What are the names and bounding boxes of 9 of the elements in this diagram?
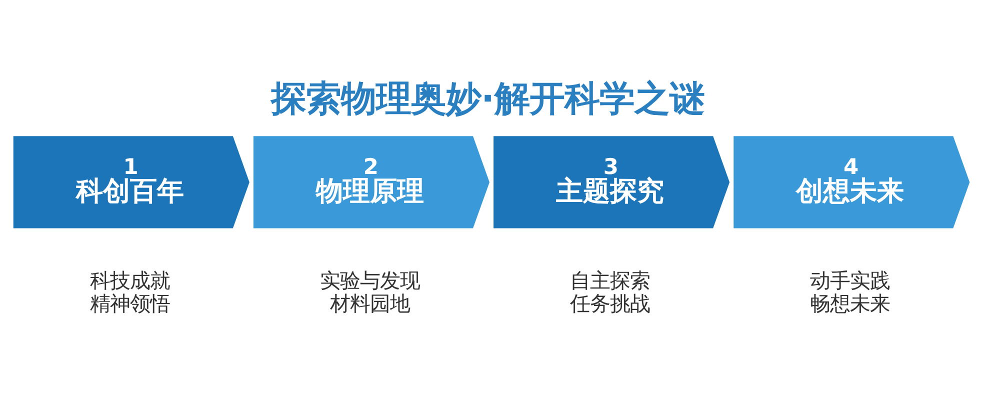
node-label: 材料园地 xyxy=(330,290,410,315)
node-label: 实验与发现 xyxy=(320,268,420,292)
node-label: 精神领悟 xyxy=(90,290,170,315)
node-label: 自主探索 xyxy=(570,268,650,292)
node-label: 科技成就 xyxy=(90,268,170,292)
node-label: 动手实践 xyxy=(810,268,890,292)
diagram-title: 探索物理奥妙·解开科学之谜 xyxy=(271,78,704,120)
node-label: 畅想未来 xyxy=(810,290,890,315)
node-label: 任务挑战 xyxy=(570,290,650,315)
